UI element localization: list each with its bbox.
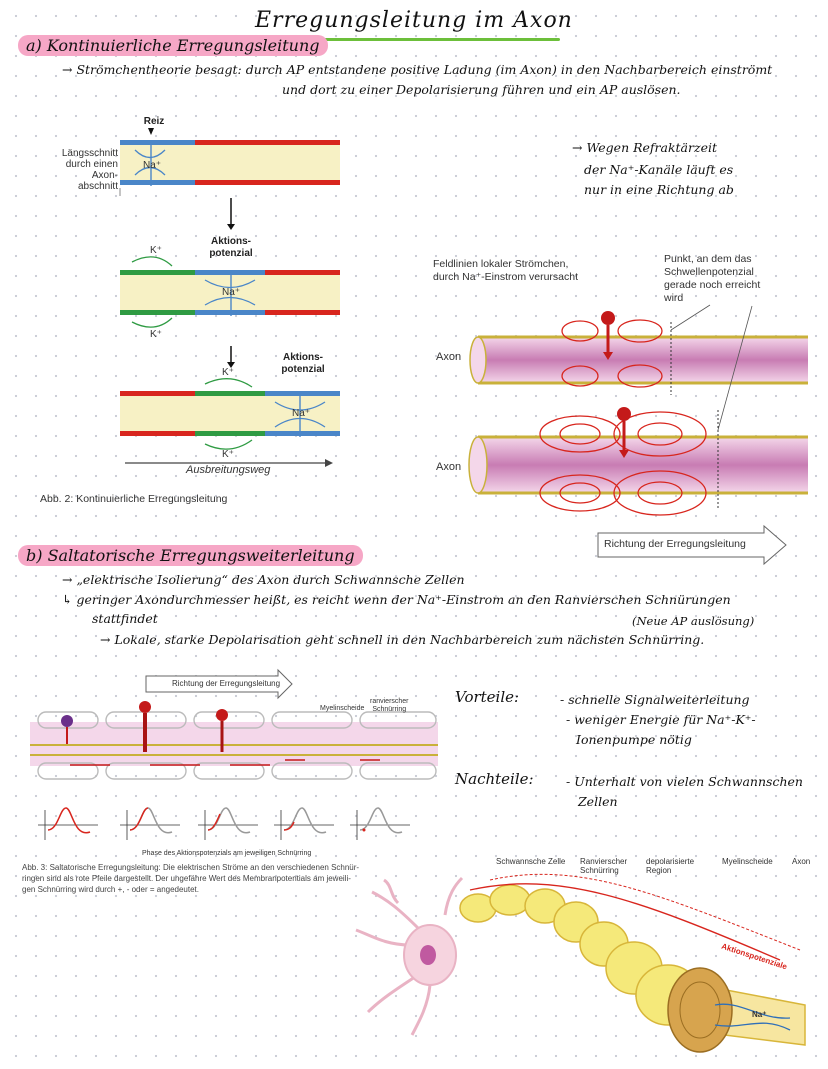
- direction-label: Richtung der Erregungsleitung: [604, 538, 746, 550]
- fig3-caption-2: ringen sind als rote Pfeile dargestellt.…: [22, 874, 351, 883]
- fig3-caption-3: gen Schnürring wird durch +, - oder = an…: [22, 885, 199, 894]
- neuron-label-myelin: Myelinscheide: [722, 857, 773, 866]
- axon-section-label-3: Axon-: [91, 170, 118, 181]
- advantages-label: Vorteile:: [455, 688, 520, 706]
- ap-label-1a: Aktions-: [211, 236, 251, 247]
- section-a-heading-text: a) Kontinuierliche Erregungsleitung: [18, 35, 328, 56]
- field-lines-diagram: [468, 304, 808, 566]
- neuron-label-schwann: Schwannsche Zelle: [496, 857, 566, 866]
- title-underline: [255, 38, 560, 41]
- ap-label-1: Aktions- potenzial: [196, 236, 266, 260]
- na-ion-label-3: Na⁺: [292, 408, 311, 419]
- section-a-line1: → Strömchentheorie besagt: durch AP ents…: [62, 62, 773, 77]
- advantage-item-1: - schnelle Signalweiterleitung: [560, 692, 750, 707]
- k-ion-label-4: K⁺: [222, 449, 234, 460]
- threshold-label-4: wird: [664, 292, 684, 304]
- field-lines-label-2: durch Na⁺-Einstrom verursacht: [433, 271, 579, 283]
- fig3-ranvier-label: ranvierscher Schnürring: [370, 698, 409, 714]
- figure2-caption: Abb. 2: Kontinuierliche Erregungsleitung: [40, 493, 228, 505]
- section-b-ap-note: (Neue AP auslösung): [632, 614, 755, 628]
- neuron-label-depolarized: depolarisierte Region: [646, 857, 695, 875]
- threshold-label-2: Schwellenpotenzial: [664, 266, 754, 278]
- ap-label-2a: Aktions-: [283, 352, 323, 363]
- section-b-line2: ↳ geringer Axondurchmesser heißt, es rei…: [62, 592, 731, 607]
- threshold-point-label: Punkt, an dem das Schwellenpotenzial ger…: [664, 253, 760, 305]
- propagation-path-label: Ausbreitungsweg: [186, 464, 271, 476]
- axon-label-1: Axon: [436, 351, 462, 363]
- axon-section-label-2: durch einen: [65, 159, 118, 170]
- axon-section-label-4: abschnitt: [77, 181, 118, 192]
- axon-section-label: Längsschnitt durch einen Axon- abschnitt: [42, 148, 118, 192]
- k-ion-label-2: K⁺: [150, 329, 162, 340]
- na-ion-label-2: Na⁺: [222, 287, 241, 298]
- fig3-ranvier-1: ranvierscher: [370, 698, 409, 705]
- section-b-line3: stattfindet: [92, 611, 158, 626]
- neuron-label-ranvier: Ranvierscher Schnürring: [580, 857, 628, 875]
- refractory-note-3: nur in eine Richtung ab: [584, 182, 734, 197]
- k-ion-label-3: K⁺: [222, 367, 234, 378]
- refractory-note-1: → Wegen Refraktärzeit: [572, 140, 717, 155]
- saltatory-conduction-diagram: [30, 668, 438, 840]
- field-lines-label: Feldlinien lokaler Strömchen, durch Na⁺-…: [433, 258, 578, 284]
- ap-label-2: Aktions- potenzial: [268, 352, 338, 376]
- disadvantage-item-2: Zellen: [578, 794, 618, 809]
- field-lines-label-1: Feldlinien lokaler Strömchen,: [433, 258, 569, 270]
- ap-label-2b: potenzial: [281, 364, 325, 375]
- advantage-item-3: Ionenpumpe nötig: [576, 732, 692, 747]
- neuron-na-label: Na⁺: [752, 1010, 767, 1019]
- continuous-conduction-diagram: [119, 128, 340, 467]
- section-a-heading: a) Kontinuierliche Erregungsleitung: [18, 35, 328, 56]
- figure3-caption: Abb. 3: Saltatorische Erregungsleitung: …: [22, 862, 442, 895]
- k-ion-label-1: K⁺: [150, 245, 162, 256]
- fig3-myelin-label: Myelinscheide: [320, 705, 365, 712]
- fig3-caption-1: Abb. 3: Saltatorische Erregungsleitung: …: [22, 863, 360, 872]
- disadvantages-label: Nachteile:: [455, 770, 534, 788]
- advantage-item-2: - weniger Energie für Na⁺-K⁺-: [566, 712, 756, 727]
- disadvantage-item-1: - Unterhalt von vielen Schwannschen: [566, 774, 803, 789]
- section-b-heading: b) Saltatorische Erregungsweiterleitung: [18, 545, 363, 566]
- section-b-line4: → Lokale, starke Depolarisation geht sch…: [100, 632, 705, 647]
- axon-label-2: Axon: [436, 461, 462, 473]
- section-b-line1: → „elektrische Isolierung“ des Axon durc…: [62, 572, 465, 587]
- ap-label-1b: potenzial: [209, 248, 253, 259]
- section-b-heading-text: b) Saltatorische Erregungsweiterleitung: [18, 545, 363, 566]
- threshold-label-3: gerade noch erreicht: [664, 279, 761, 291]
- na-ion-label-1: Na⁺: [143, 160, 162, 171]
- fig3-direction-label: Richtung der Erregungsleitung: [172, 679, 281, 688]
- neuron-label-axon: Axon: [792, 857, 811, 866]
- page-title: Erregungsleitung im Axon: [255, 8, 573, 33]
- section-a-line2: und dort zu einer Depolarisierung führen…: [282, 82, 681, 97]
- reiz-label: Reiz: [143, 116, 165, 127]
- threshold-label-1: Punkt, an dem das: [664, 253, 752, 265]
- fig3-ranvier-2: Schnürring: [372, 706, 407, 713]
- axon-section-label-1: Längsschnitt: [61, 148, 118, 159]
- refractory-note-2: der Na⁺-Kanäle läuft es: [584, 162, 734, 177]
- fig3-phase-label: Phase des Aktionspotenzials am jeweilige…: [142, 850, 312, 857]
